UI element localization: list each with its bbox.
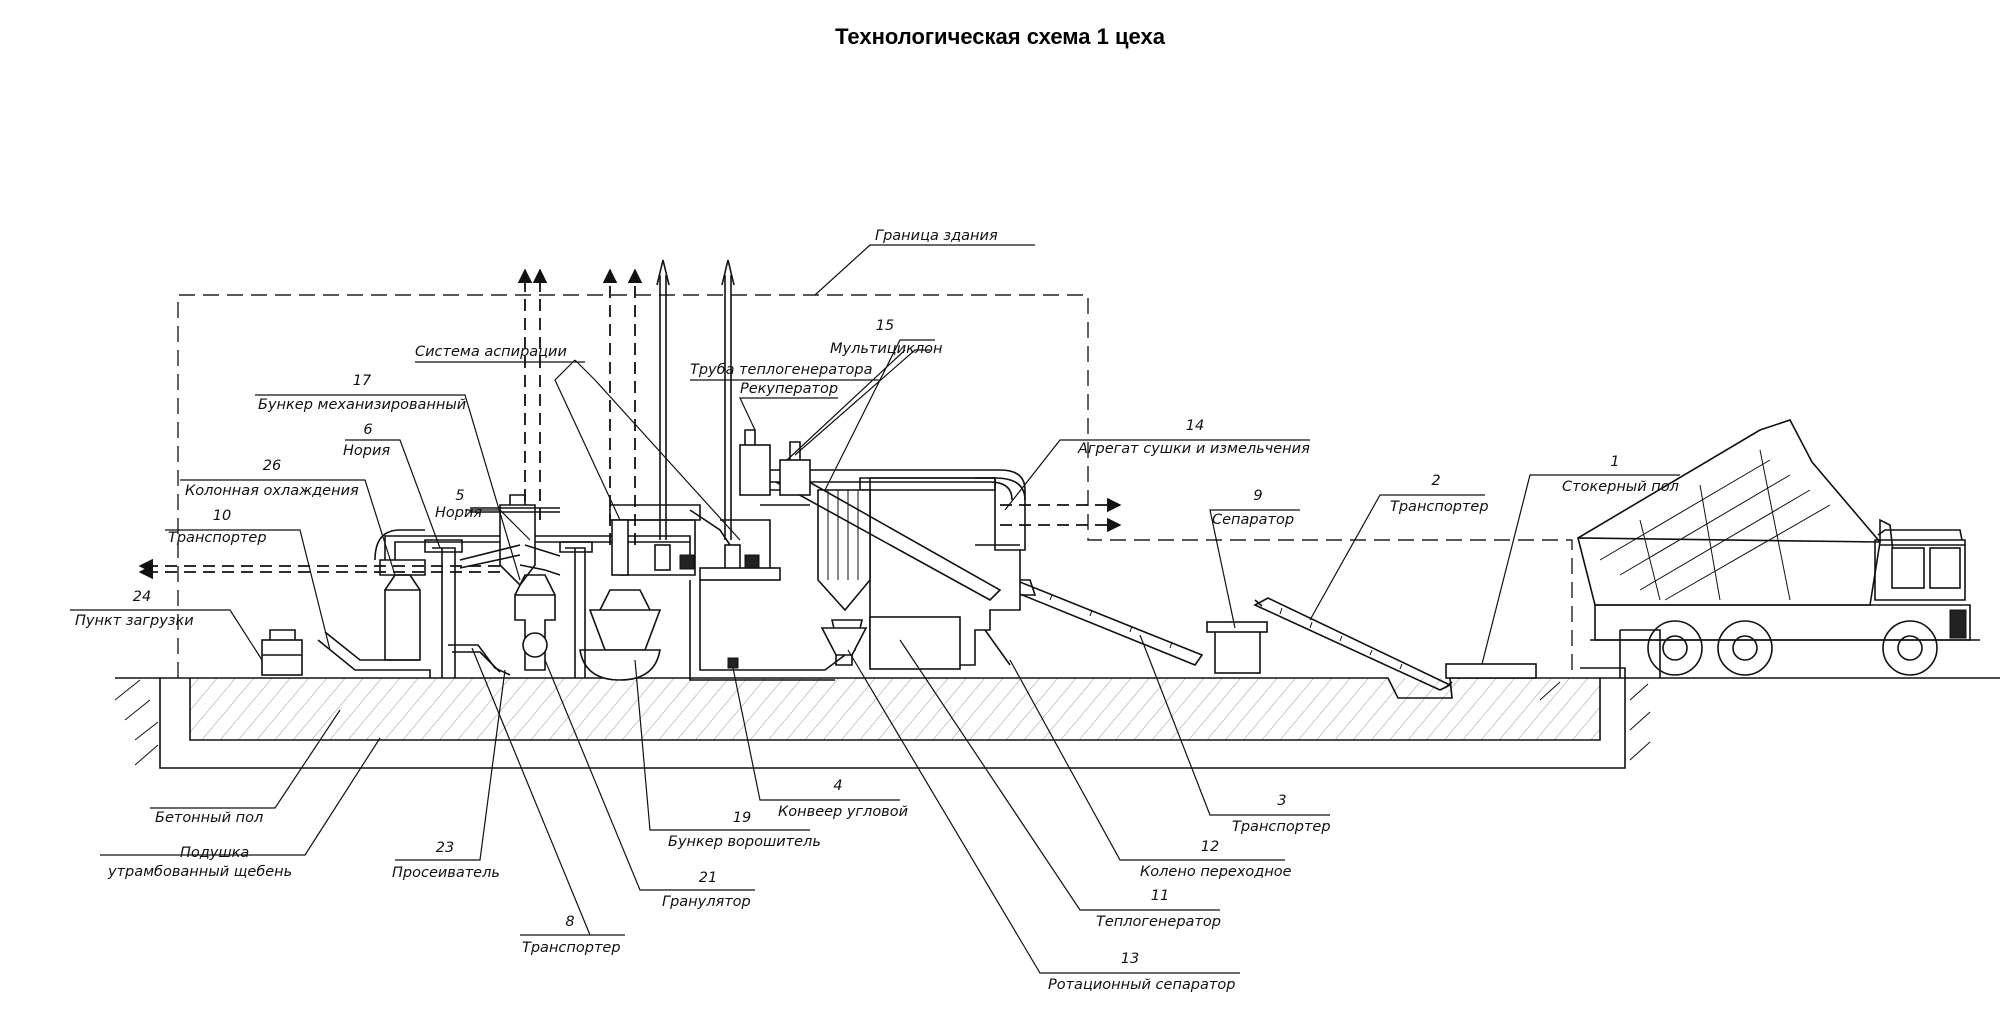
item-label-21: Гранулятор bbox=[662, 894, 751, 910]
elevator-5 bbox=[465, 509, 593, 678]
item-num-26: 26 bbox=[263, 458, 281, 474]
item-label-24: Пункт загрузки bbox=[75, 613, 194, 629]
item-num-24: 24 bbox=[133, 589, 151, 605]
item-num-12: 12 bbox=[1201, 839, 1219, 855]
building-boundary: Граница здания bbox=[177, 228, 1573, 678]
item-num-19: 19 bbox=[733, 810, 751, 826]
item-label-6: Нория bbox=[343, 443, 390, 459]
item-label-9: Сепаратор bbox=[1212, 512, 1294, 528]
conveyor-10 bbox=[165, 529, 431, 678]
item-label-26: Колонная охлаждения bbox=[185, 483, 359, 499]
item-label-4: Конвеер угловой bbox=[778, 804, 908, 820]
elevator-6 bbox=[345, 439, 521, 678]
dump-truck bbox=[1560, 419, 2000, 679]
item-num-17: 17 bbox=[353, 373, 372, 389]
item-label-10: Транспортер bbox=[168, 530, 267, 546]
foundation bbox=[114, 629, 1661, 769]
recuperator-and-pipe: Рекуператор Труба теплогенератора bbox=[690, 349, 1026, 601]
separator-9 bbox=[1206, 509, 1300, 674]
cushion-label-line1: Подушка bbox=[180, 845, 249, 861]
item-num-1: 1 bbox=[1610, 454, 1619, 470]
item-num-23: 23 bbox=[436, 840, 454, 856]
item-num-2: 2 bbox=[1431, 473, 1440, 489]
item-label-15: Мультициклон bbox=[830, 341, 942, 357]
item-label-3: Транспортер bbox=[1232, 819, 1331, 835]
item-num-3: 3 bbox=[1277, 793, 1286, 809]
conveyor-8 bbox=[471, 647, 625, 936]
elbow-12 bbox=[984, 629, 1285, 861]
cooling-column-26 bbox=[180, 479, 426, 661]
granulator-21 bbox=[514, 574, 755, 891]
aspiration-system-label: Система аспирации bbox=[415, 344, 567, 360]
item-label-8: Транспортер bbox=[522, 940, 621, 956]
item-label-23: Просеиватель bbox=[392, 865, 500, 881]
item-label-17: Бункер механизированный bbox=[258, 397, 466, 413]
sifter-23 bbox=[395, 644, 511, 861]
item-num-21: 21 bbox=[699, 870, 717, 886]
item-num-11: 11 bbox=[1151, 888, 1169, 904]
item-label-14: Агрегат сушки и измельчения bbox=[1077, 441, 1310, 457]
item-label-5: Нория bbox=[435, 505, 482, 521]
item-num-4: 4 bbox=[833, 778, 842, 794]
item-label-11: Теплогенератор bbox=[1096, 914, 1221, 930]
item-label-19: Бункер ворошитель bbox=[668, 834, 821, 850]
item-num-6: 6 bbox=[363, 422, 372, 438]
item-label-13: Ротационный сепаратор bbox=[1048, 977, 1235, 993]
rotary-separator-13 bbox=[820, 627, 1240, 974]
building-boundary-label: Граница здания bbox=[875, 228, 998, 244]
conveyor-2 bbox=[1253, 494, 1485, 691]
item-labels: 1 Стокерный пол 2 Транспортер 3 Транспор… bbox=[75, 318, 1679, 993]
item-label-1: Стокерный пол bbox=[1562, 479, 1679, 495]
item-num-13: 13 bbox=[1121, 951, 1139, 967]
aspiration-system: Система аспирации bbox=[384, 344, 781, 581]
multicyclone-15 bbox=[817, 339, 935, 651]
loading-point-24 bbox=[70, 609, 303, 676]
item-num-8: 8 bbox=[565, 914, 574, 930]
diagram-title: Технологическая схема 1 цеха bbox=[835, 24, 1165, 49]
floor-leaders: Бетонный пол Подушка утрамбованный щебен… bbox=[100, 709, 381, 880]
item-num-9: 9 bbox=[1253, 488, 1262, 504]
stoker-floor bbox=[1445, 474, 1680, 679]
angle-conveyor-4 bbox=[689, 580, 900, 801]
cushion-label-line2: утрамбованный щебень bbox=[107, 864, 292, 880]
concrete-floor-label: Бетонный пол bbox=[155, 810, 263, 826]
item-label-12: Колено переходное bbox=[1140, 864, 1292, 880]
item-label-2: Транспортер bbox=[1390, 499, 1489, 515]
item-num-5: 5 bbox=[455, 488, 464, 504]
item-num-15: 15 bbox=[876, 318, 894, 334]
mechanized-bunker-17 bbox=[255, 394, 560, 587]
heat-generator-11 bbox=[869, 616, 1220, 911]
exhaust-pipes bbox=[138, 259, 1122, 580]
item-num-14: 14 bbox=[1186, 418, 1204, 434]
recuperator-label: Рекуператор bbox=[740, 381, 838, 397]
agitator-bunker-19 bbox=[579, 589, 810, 831]
heat-pipe-label: Труба теплогенератора bbox=[690, 362, 873, 378]
item-num-10: 10 bbox=[213, 508, 231, 524]
